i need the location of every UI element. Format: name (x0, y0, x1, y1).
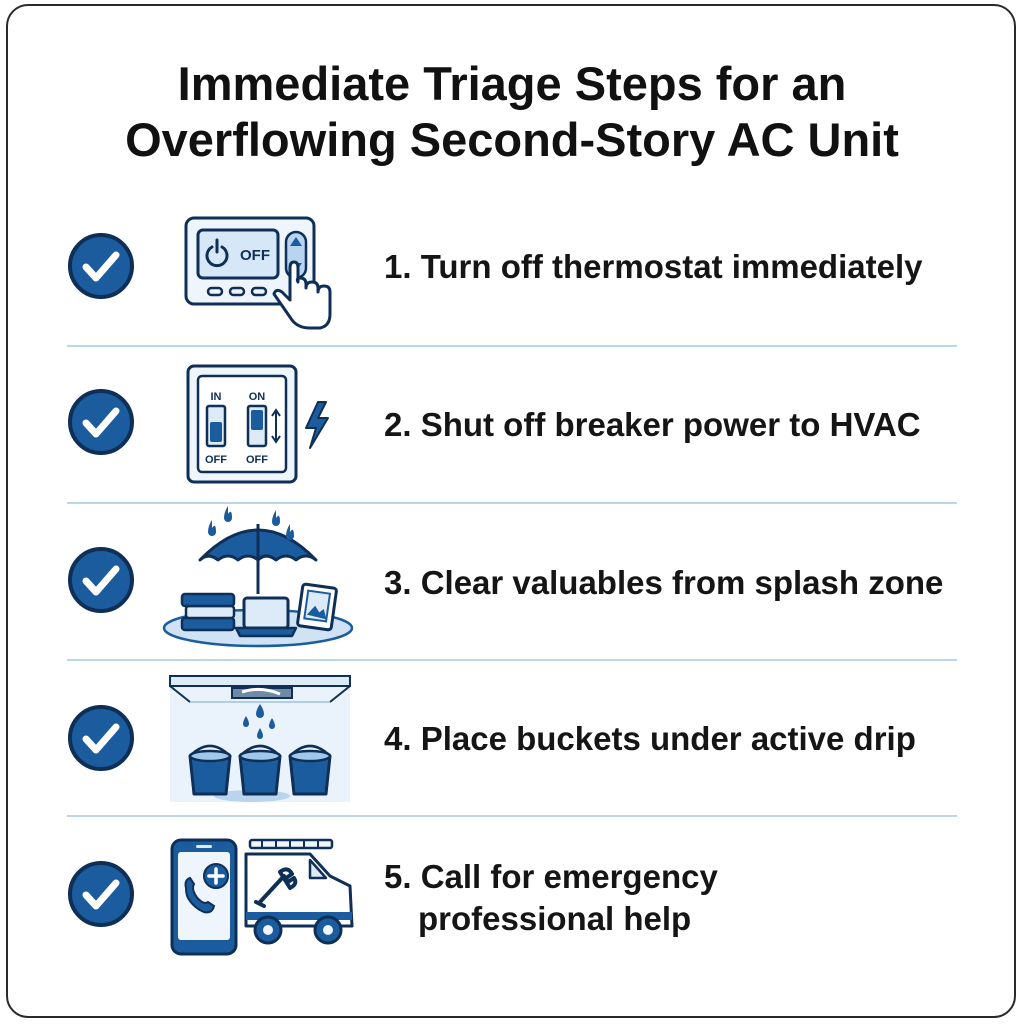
step-4: 4. Place buckets under active drip (0, 662, 1024, 812)
divider (67, 659, 957, 661)
breaker-label-on: ON (249, 391, 266, 403)
divider (67, 345, 957, 347)
title-line-1: Immediate Triage Steps for an (177, 57, 847, 110)
step-4-label: 4. Place buckets under active drip (384, 720, 916, 757)
thermostat-icon: OFF (184, 216, 332, 330)
buckets-drip-icon (169, 675, 351, 802)
title-line-2: Overflowing Second-Story AC Unit (125, 113, 899, 166)
divider (67, 502, 957, 504)
lightning-icon (305, 401, 329, 449)
umbrella-valuables-icon (162, 506, 354, 648)
step-5-label: 5. Call for emergency professional help (384, 856, 984, 940)
step-2: IN ON OFF OFF 2. Shut off breaker power … (0, 348, 1024, 498)
step-5: 5. Call for emergency professional help (0, 818, 1024, 968)
step-5-label-line-1: 5. Call for emergency (384, 858, 718, 895)
breaker-label-off-right: OFF (246, 454, 268, 466)
check-circle-icon (68, 705, 134, 771)
breaker-label-in: IN (211, 391, 222, 403)
breaker-icon: IN ON OFF OFF (186, 364, 329, 484)
breaker-label-off-left: OFF (205, 454, 227, 466)
step-1: OFF 1. Turn off thermostat immediately (0, 192, 1024, 342)
check-circle-icon (68, 547, 134, 613)
step-2-label: 2. Shut off breaker power to HVAC (384, 406, 921, 443)
check-circle-icon (68, 861, 134, 927)
page-title: Immediate Triage Steps for an Overflowin… (0, 56, 1024, 168)
thermostat-off-text: OFF (240, 247, 270, 264)
bucket (188, 744, 232, 796)
phone-van-icon (170, 838, 354, 956)
divider (67, 815, 957, 817)
step-3-label: 3. Clear valuables from splash zone (384, 564, 944, 601)
check-circle-icon (68, 389, 134, 455)
bucket (238, 744, 282, 796)
step-5-label-line-2: professional help (418, 900, 692, 937)
check-circle-icon (68, 233, 134, 299)
bucket (288, 744, 332, 796)
step-1-label: 1. Turn off thermostat immediately (384, 248, 923, 285)
step-3: 3. Clear valuables from splash zone (0, 506, 1024, 656)
